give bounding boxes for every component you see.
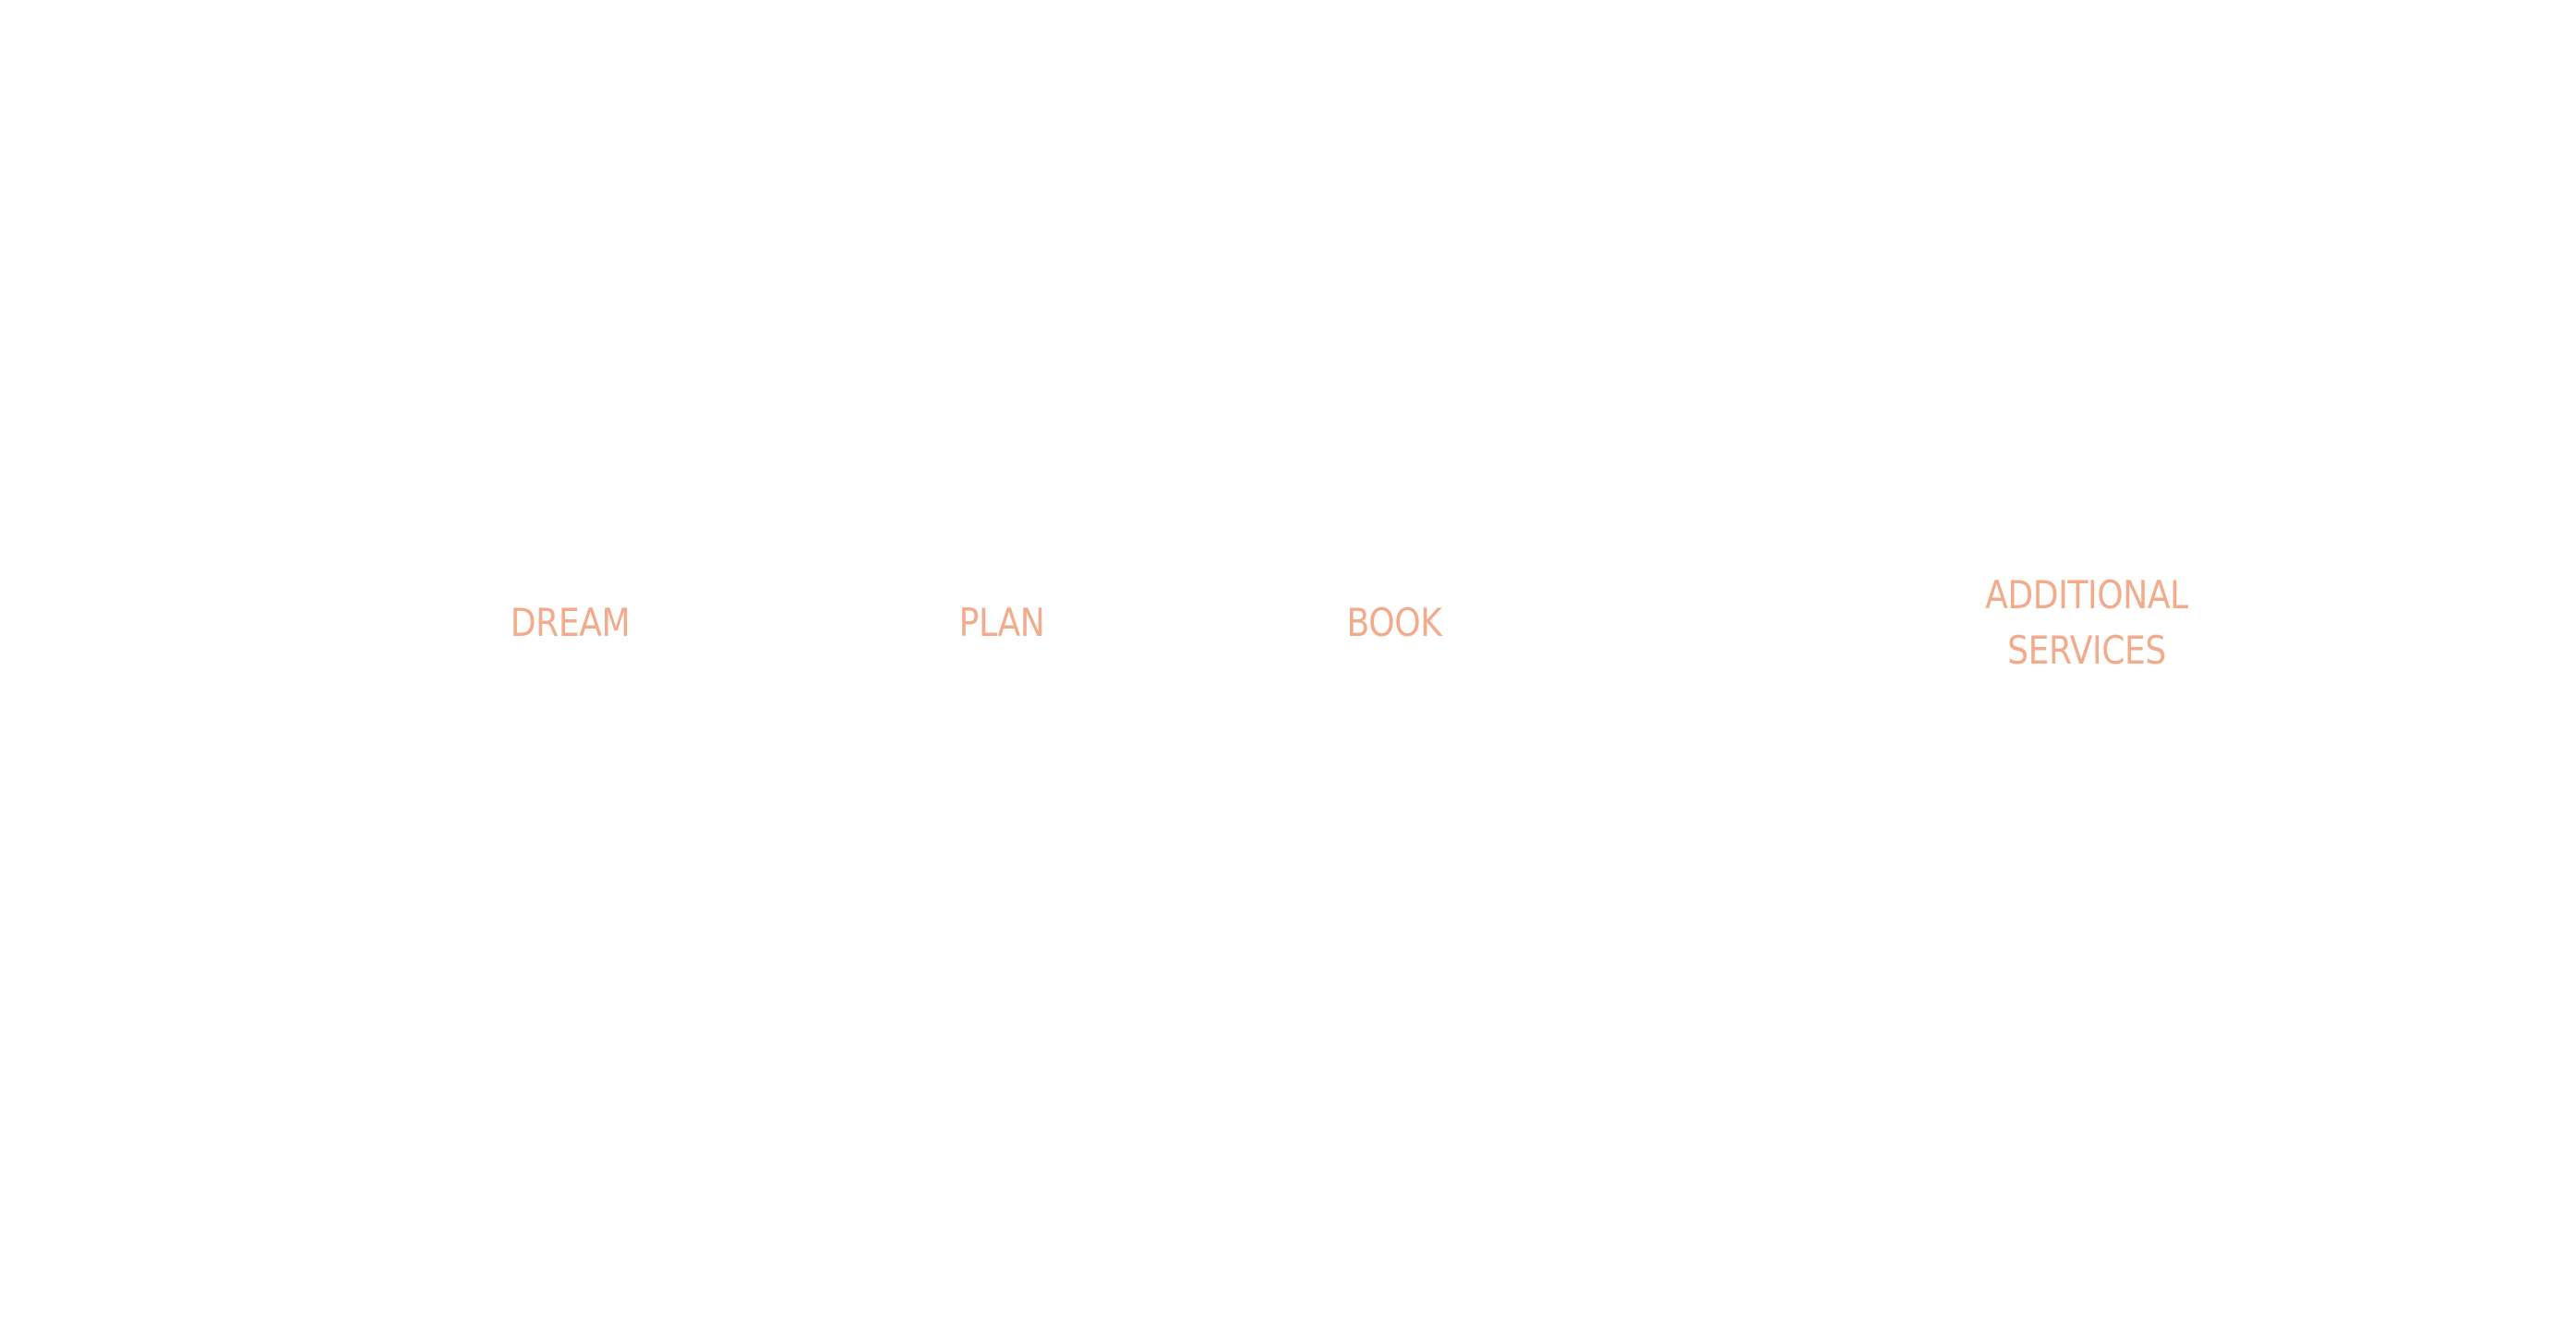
nav-item-plan[interactable]: PLAN [958, 600, 1045, 645]
nav-item-dream[interactable]: DREAM [510, 600, 631, 645]
nav-item-additional-services-line-2: SERVICES [2007, 628, 2166, 673]
nav-item-book[interactable]: BOOK [1346, 600, 1442, 645]
nav-item-additional-services[interactable]: ADDITIONAL SERVICES [1968, 568, 2206, 678]
nav-item-additional-services-line-1: ADDITIONAL [1985, 572, 2188, 617]
